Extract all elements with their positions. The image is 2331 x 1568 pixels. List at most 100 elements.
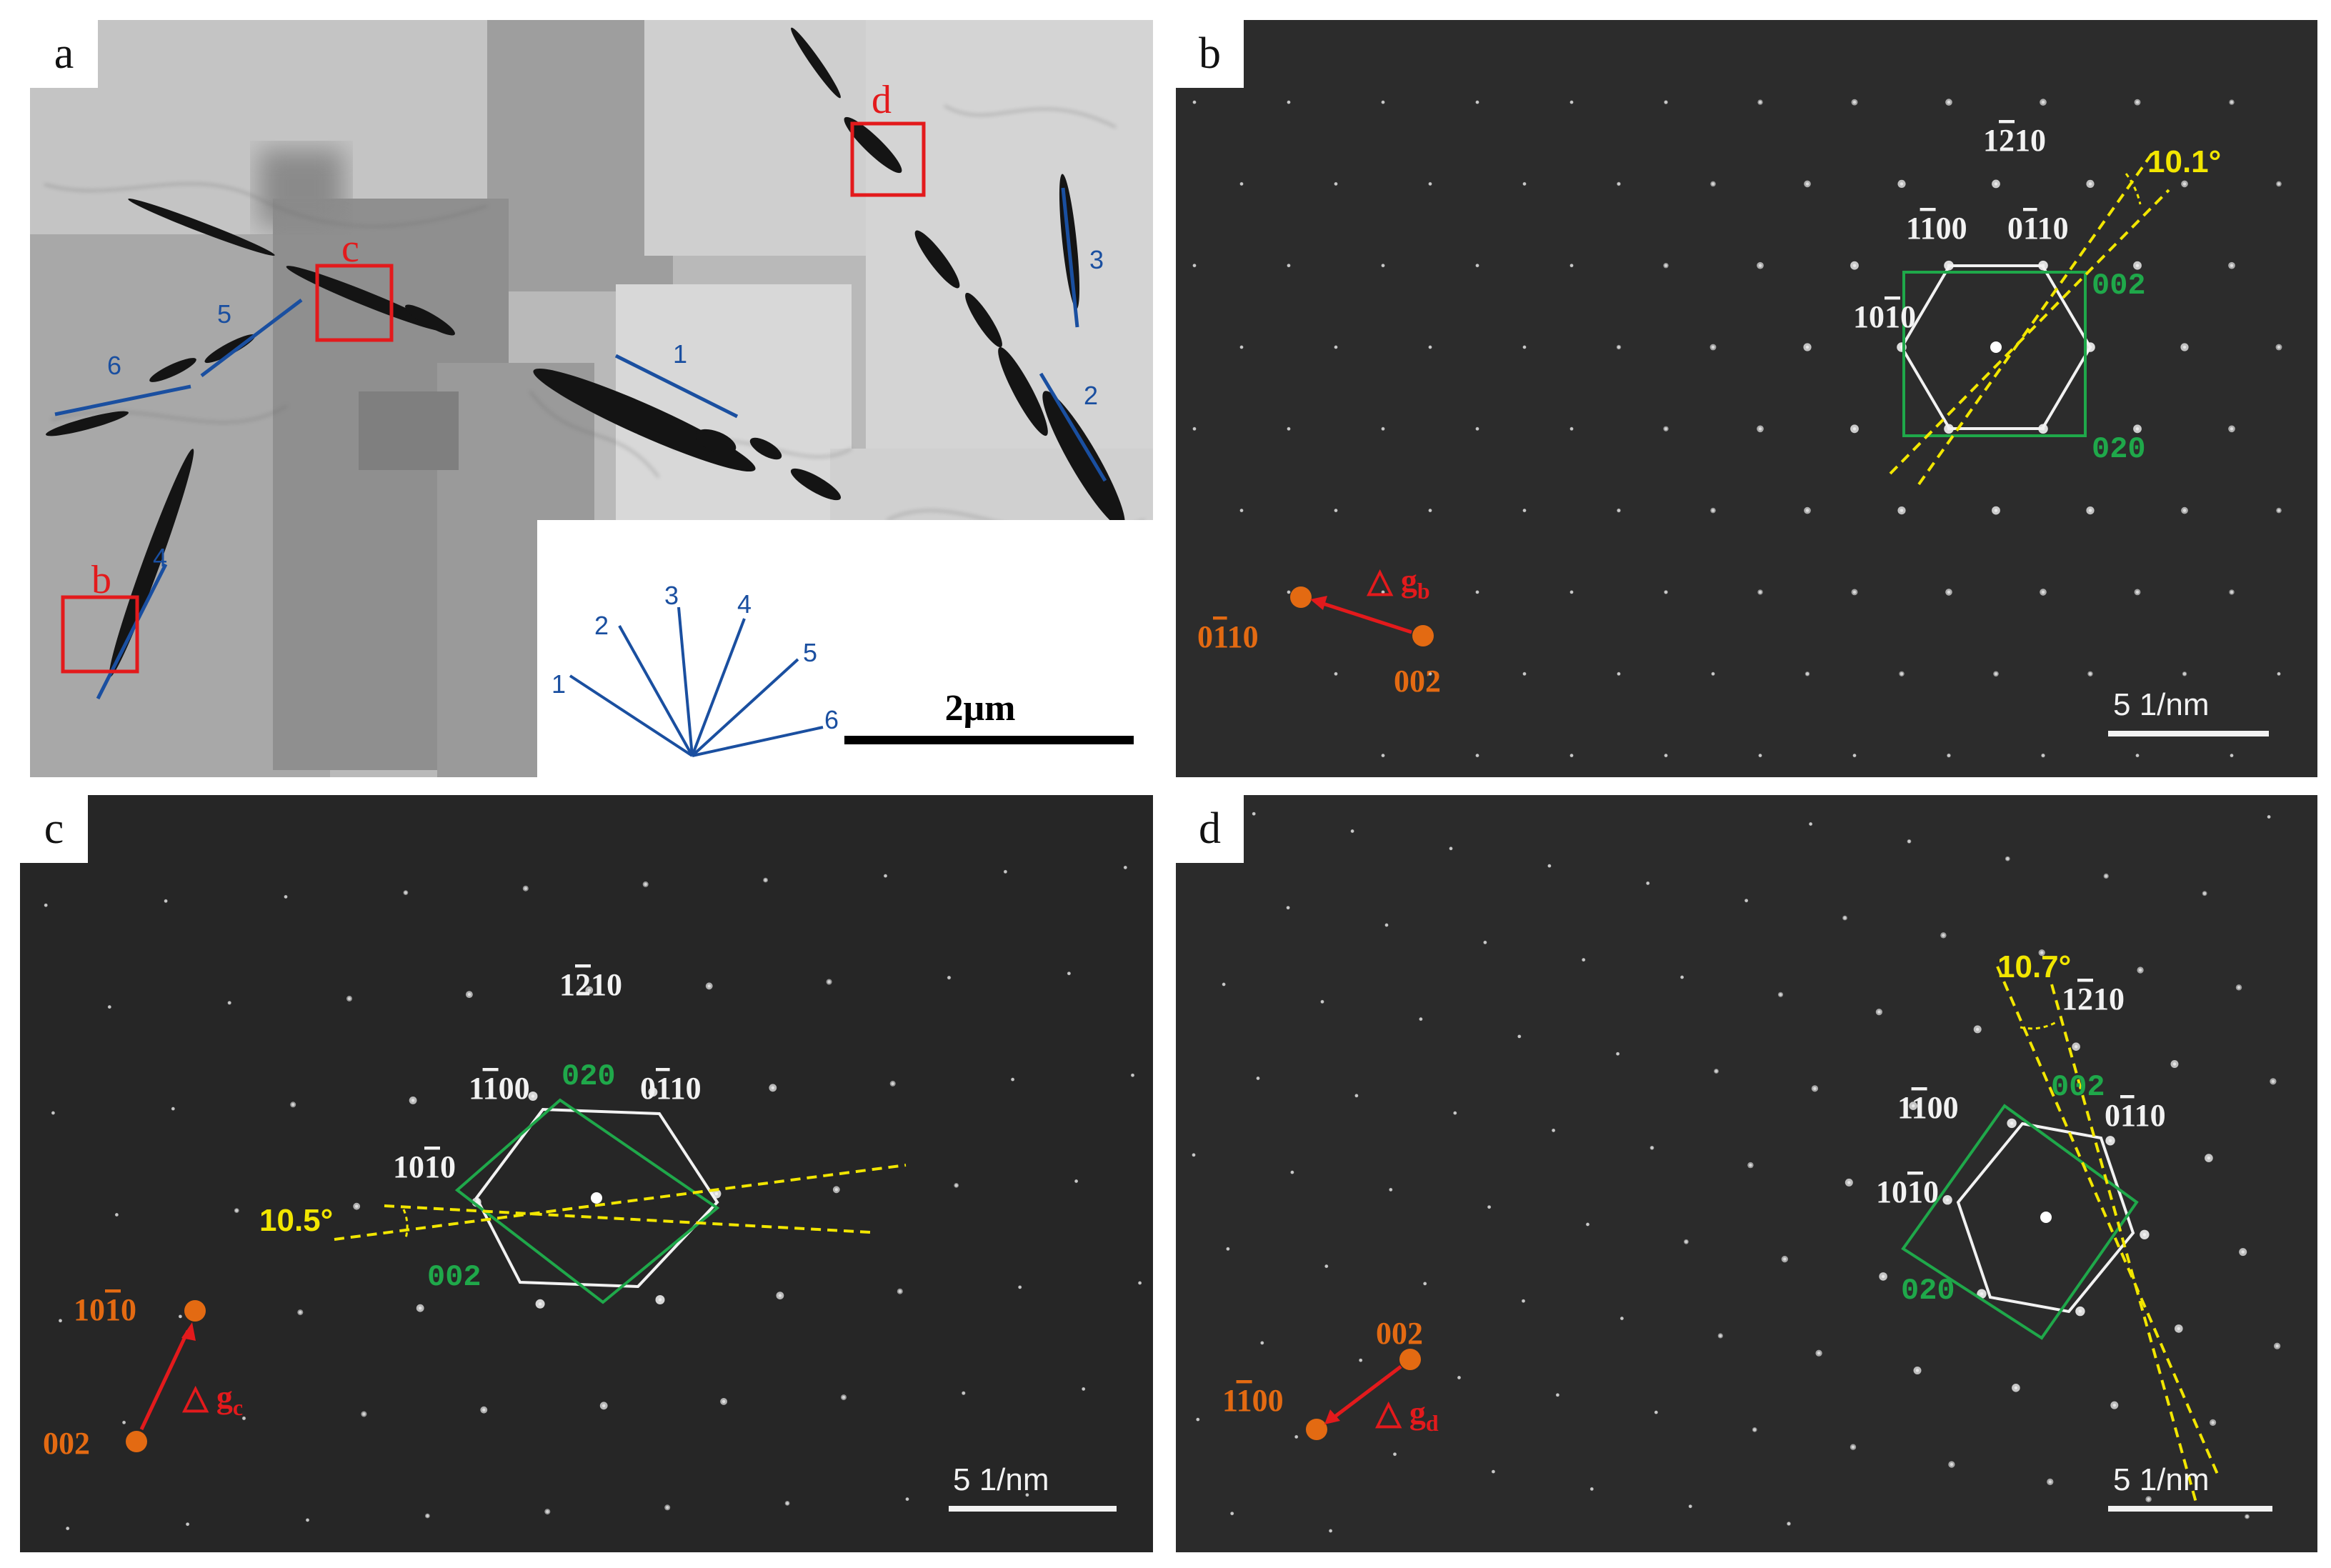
trace-label-4: 4 [153,543,167,572]
diffraction-satellite [1813,1087,1817,1090]
diffraction-satellite [2271,1079,2275,1083]
diffraction-satellite [1809,822,1812,826]
diffraction-satellite [2230,427,2234,431]
orange-point-1010 [184,1300,206,1322]
diffraction-satellite [594,1196,599,1200]
diffraction-satellite [1590,1487,1594,1491]
diffraction-satellite [2088,182,2092,186]
diffraction-svg-d: 10.7° 1210 1100 0110 1010 002 020 △ gd 0… [1192,812,2281,1533]
diffraction-satellite [419,1307,422,1310]
diffraction-satellite [228,1001,231,1004]
diffraction-satellite [1711,509,1715,512]
diffraction-satellite [2041,754,2045,757]
diffraction-satellite [299,1310,302,1314]
angle-label: 10.7° [1997,949,2071,984]
trace-dashed-2 [1889,189,2170,475]
diffraction-satellite [2241,1250,2245,1254]
diffraction-satellite [771,1086,775,1089]
diffraction-satellite [1684,1240,1688,1244]
diffraction-satellite [1758,427,1762,431]
diffraction-satellite [235,1209,239,1212]
diffraction-satellite [1994,345,1998,349]
trace-dashed-2 [2050,984,2197,1503]
fan-label-5: 5 [803,638,817,667]
trace-label-2: 2 [1084,381,1098,410]
diffraction-satellite [1381,754,1385,757]
diffraction-satellite [2207,1156,2211,1160]
diffraction-satellite [1779,993,1782,997]
arrowhead [181,1322,196,1341]
diffraction-satellite [834,1188,839,1192]
diffraction-satellite [1226,1247,1230,1251]
diffraction-satellite [2135,427,2140,431]
index-1210: 1210 [2062,982,2125,1017]
index-020: 020 [1901,1274,1955,1308]
diffraction-satellite [1196,1417,1199,1422]
diffraction-satellite [2041,100,2045,104]
diffraction-satellite [1230,1512,1234,1515]
angle-arc [2020,1021,2057,1030]
diffraction-satellite [115,1213,119,1217]
index-1100: 1100 [1906,211,1967,246]
index-0110: 0110 [2007,211,2069,246]
diffraction-satellite [1617,509,1621,512]
delta-g-arrow [1332,1365,1402,1419]
diffraction-satellite [884,874,887,878]
diffraction-satellite [764,878,767,882]
diffraction-satellite [2135,100,2140,104]
index-0110: 0110 [640,1071,702,1106]
diffraction-satellite [2182,345,2187,349]
diffraction-satellite [355,1204,359,1208]
diffraction-satellite [347,997,351,1001]
diffraction-satellite [587,989,591,992]
diffraction-satellite [1192,100,1197,104]
diffraction-satellite [1487,1205,1491,1209]
diffraction-satellite [1719,1334,1722,1338]
diffraction-satellite [1522,345,1527,349]
arrowhead [1310,596,1327,610]
diffraction-satellite [2040,951,2044,954]
diffraction-satellite [1900,182,1904,186]
diffraction-satellite [2006,857,2010,861]
diffraction-satellite [1947,754,1951,757]
diffraction-satellite [1381,100,1385,104]
diffraction-satellite [1847,1181,1851,1184]
index-1100: 1100 [469,1071,530,1106]
hexagon-matrix [474,1107,719,1289]
trace-line-5 [200,299,303,377]
diffraction-satellite [2277,672,2281,676]
hexagon-matrix [1900,264,2092,430]
diffraction-satellite [1877,1010,1881,1014]
diffraction-satellite [891,1082,894,1086]
panel-a-tem-micrograph: 1 2 3 4 5 6 b c d 1 2 [30,20,1153,777]
diffraction-satellite [1852,427,1857,431]
diffraction-satellite [1131,1074,1134,1077]
diffraction-satellite [1758,100,1762,104]
diffraction-satellite [546,1509,549,1514]
diffraction-satellite [954,1184,958,1187]
diffraction-satellite [1389,1188,1392,1192]
scale-bar-label: 5 1/nm [953,1462,1049,1497]
index-1210: 1210 [559,967,622,1002]
diffraction-satellite [658,1298,662,1302]
diffraction-satellite [2147,1497,2150,1501]
diffraction-satellite [291,1103,295,1107]
diffraction-satellite [1805,672,1810,676]
diffraction-satellite [1260,1341,1264,1345]
diffraction-satellite [1915,1369,1920,1372]
diffraction-satellite [1423,1282,1427,1286]
diffraction-satellite [1522,509,1527,512]
diffraction-satellite [1475,590,1479,594]
index-1210: 1210 [1983,123,2046,158]
index-1010: 1010 [393,1149,456,1184]
fan-label-3: 3 [664,581,679,610]
region-box-d [850,121,926,197]
diffraction-satellite [538,1302,542,1306]
angle-label: 10.5° [259,1203,333,1238]
diffraction-satellite [1457,1376,1461,1379]
diffraction-satellite [1900,672,1904,676]
diffraction-satellite [426,1514,429,1518]
diffraction-satellite [1817,1352,1821,1355]
trace-label-6: 6 [107,351,121,380]
angle-arc [2125,173,2142,205]
